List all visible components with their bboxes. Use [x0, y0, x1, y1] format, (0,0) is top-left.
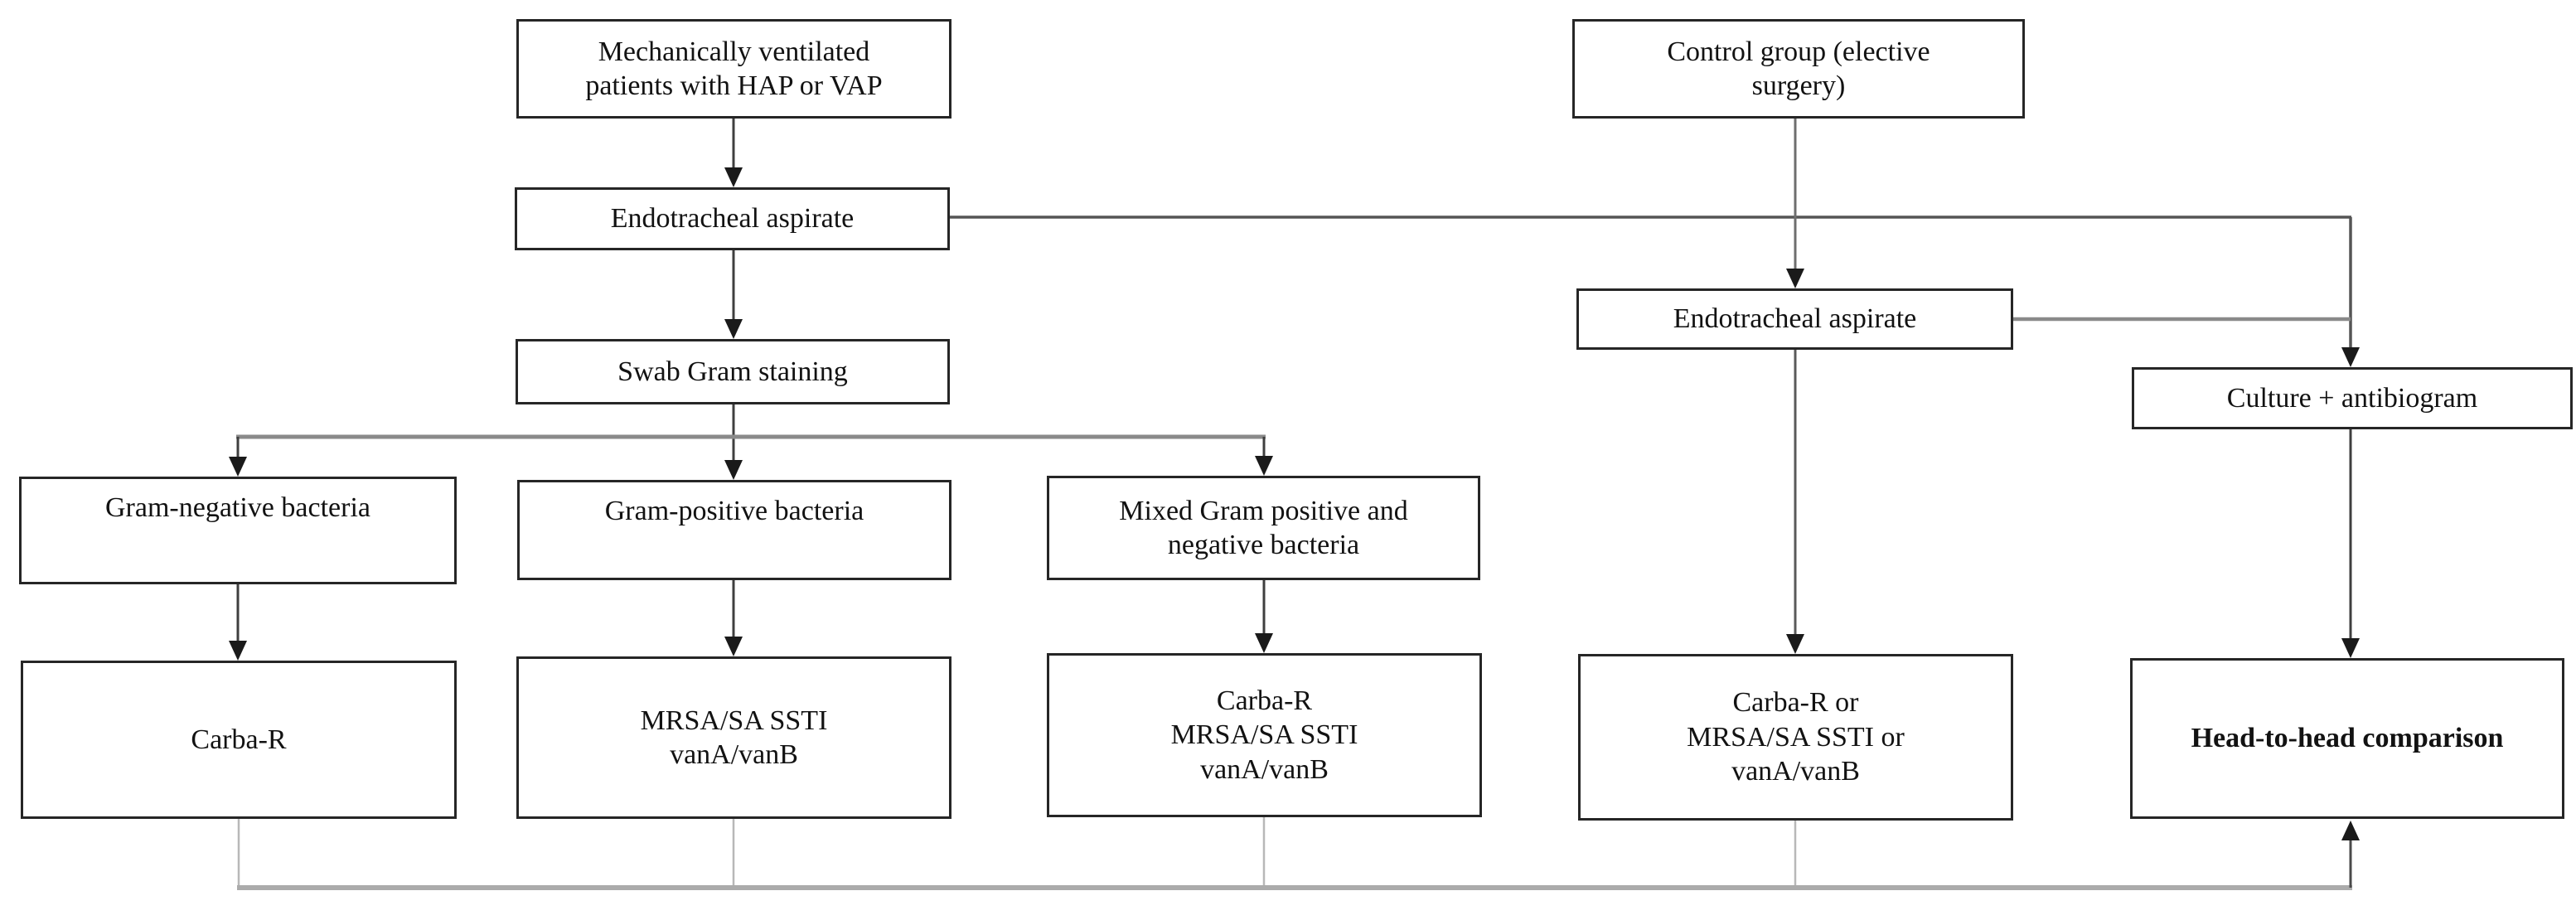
node-carba-mrsa-panel: Carba-R MRSA/SA SSTI vanA/vanB: [1047, 653, 1482, 817]
arrowhead-gram-negative: [229, 457, 247, 477]
arrowhead-h2h-top: [2341, 638, 2360, 658]
arrowhead-h2h-bottom: [2341, 821, 2360, 840]
node-swab-gram-staining: Swab Gram staining: [516, 339, 950, 404]
arrowhead-carbamrsa: [1255, 633, 1273, 653]
arrowhead-carbaor: [1786, 634, 1804, 654]
node-gram-negative: Gram-negative bacteria: [19, 477, 457, 584]
node-carba-r: Carba-R: [21, 661, 457, 819]
arrowhead-eta-left: [724, 167, 743, 187]
node-head-to-head: Head-to-head comparison: [2130, 658, 2564, 819]
arrowhead-mrsa: [724, 637, 743, 656]
node-hap-patients: Mechanically ventilated patients with HA…: [516, 19, 951, 119]
arrowhead-gram-positive: [724, 460, 743, 480]
node-endotracheal-aspirate-right: Endotracheal aspirate: [1576, 288, 2013, 350]
arrowhead-mixed: [1255, 456, 1273, 476]
node-carba-or-panel: Carba-R or MRSA/SA SSTI or vanA/vanB: [1578, 654, 2013, 821]
arrowhead-eta-right: [1786, 269, 1804, 288]
node-gram-positive: Gram-positive bacteria: [517, 480, 951, 580]
node-culture-antibiogram: Culture + antibiogram: [2132, 367, 2573, 429]
node-control-group: Control group (elective surgery): [1572, 19, 2025, 119]
arrowhead-carbar: [229, 641, 247, 661]
arrowhead-swab: [724, 319, 743, 339]
node-mixed-gram: Mixed Gram positive and negative bacteri…: [1047, 476, 1480, 580]
node-endotracheal-aspirate-left: Endotracheal aspirate: [515, 187, 950, 250]
arrowhead-culture: [2341, 347, 2360, 367]
node-mrsa-panel: MRSA/SA SSTI vanA/vanB: [516, 656, 951, 819]
